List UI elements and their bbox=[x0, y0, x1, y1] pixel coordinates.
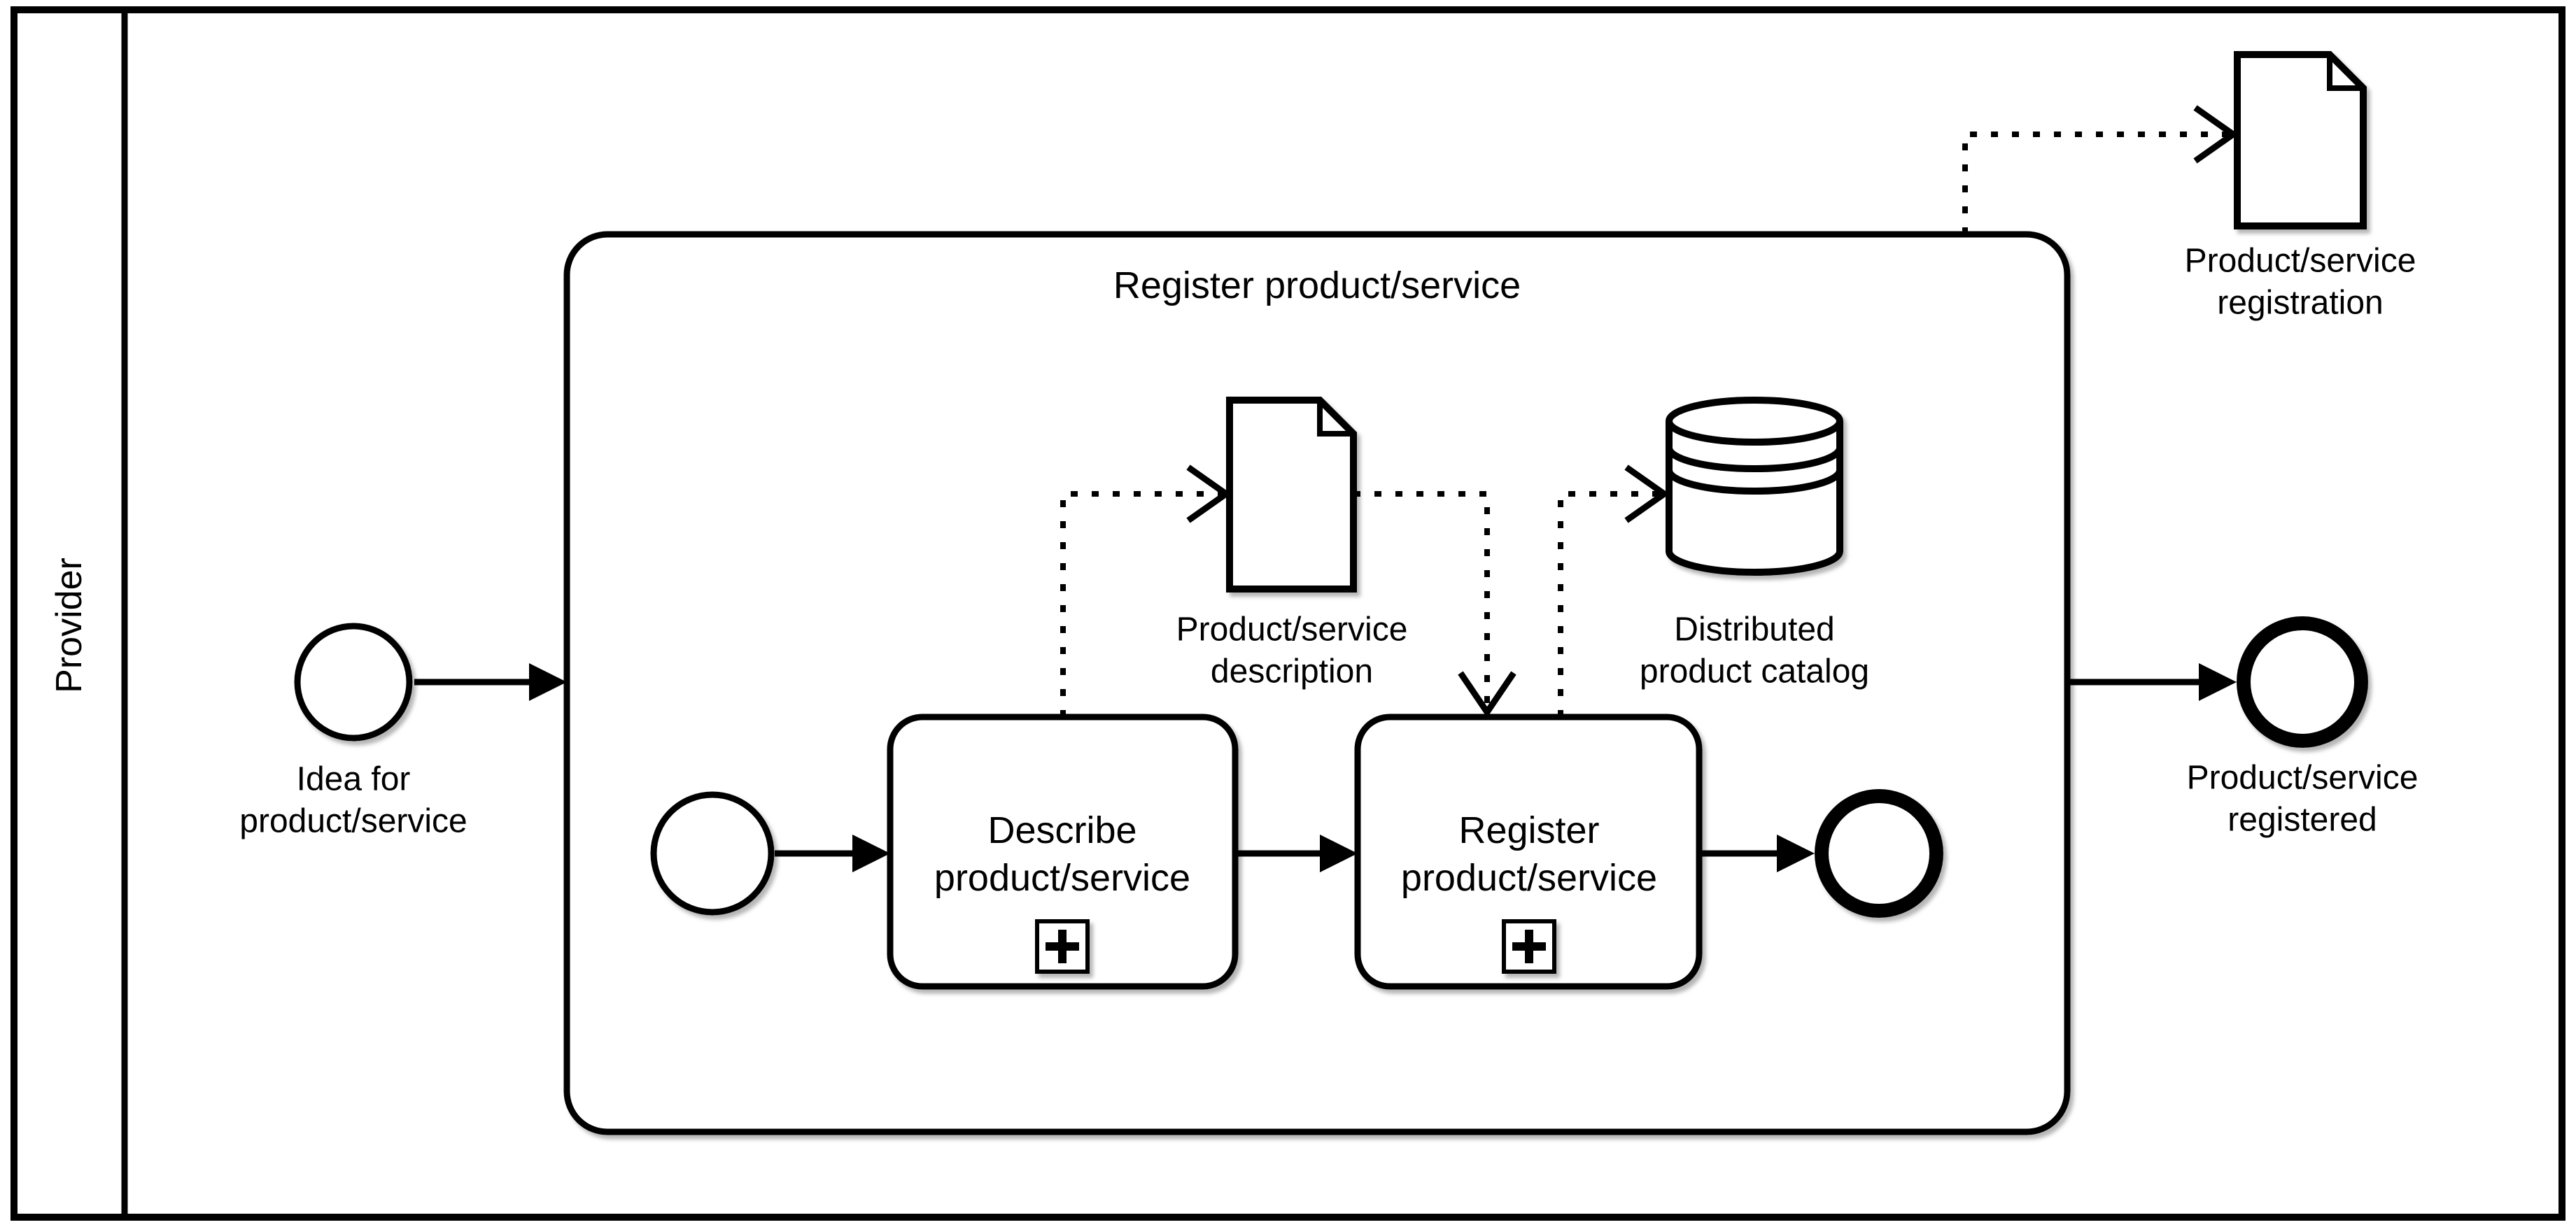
start-event-label: Idea for product/service bbox=[239, 760, 467, 840]
arrowhead-icon bbox=[1320, 835, 1358, 872]
arrowhead-icon bbox=[1777, 835, 1815, 872]
open-arrowhead-icon bbox=[2193, 105, 2239, 164]
end-event-circle bbox=[2237, 616, 2368, 748]
sequence-flow-register-to-innerend bbox=[1699, 835, 1815, 872]
subprocess-plus-marker-icon bbox=[1035, 919, 1090, 974]
pool-label: Provider bbox=[49, 558, 90, 693]
task-register-label: Register product/service bbox=[1400, 809, 1658, 899]
description-doc-label: Product/service description bbox=[1176, 611, 1408, 690]
arrowhead-icon bbox=[2199, 663, 2237, 701]
arrowhead-icon bbox=[529, 663, 567, 701]
sequence-flow-subprocess-to-end bbox=[2067, 663, 2237, 701]
document-icon-registration bbox=[2234, 51, 2367, 229]
subprocess-plus-marker-icon bbox=[1502, 919, 1556, 974]
data-association-description-to-register bbox=[1353, 491, 1516, 718]
arrowhead-icon bbox=[852, 835, 890, 872]
database-icon bbox=[1666, 397, 1843, 576]
sequence-flow-innerstart-to-describe bbox=[775, 835, 890, 872]
catalog-db-label: Distributed product catalog bbox=[1639, 611, 1870, 690]
subprocess-title: Register product/service bbox=[1113, 264, 1521, 306]
data-association-to-registration bbox=[1962, 105, 2239, 234]
task-register-box bbox=[1354, 714, 1703, 990]
sequence-flow-start-to-subprocess bbox=[414, 663, 567, 701]
inner-end-event-circle bbox=[1815, 789, 1943, 918]
end-event-label: Product/service registered bbox=[2186, 759, 2419, 839]
open-arrowhead-icon bbox=[1624, 464, 1670, 523]
data-association-register-to-catalog bbox=[1558, 464, 1670, 717]
document-icon-description bbox=[1226, 397, 1357, 593]
start-event-circle bbox=[294, 623, 413, 742]
registration-doc-label: Product/service registration bbox=[2184, 242, 2416, 322]
inner-start-event-circle bbox=[650, 791, 775, 916]
task-describe-label: Describe product/service bbox=[934, 809, 1191, 899]
open-arrowhead-icon bbox=[1458, 671, 1516, 718]
sequence-flow-describe-to-register bbox=[1235, 835, 1358, 872]
